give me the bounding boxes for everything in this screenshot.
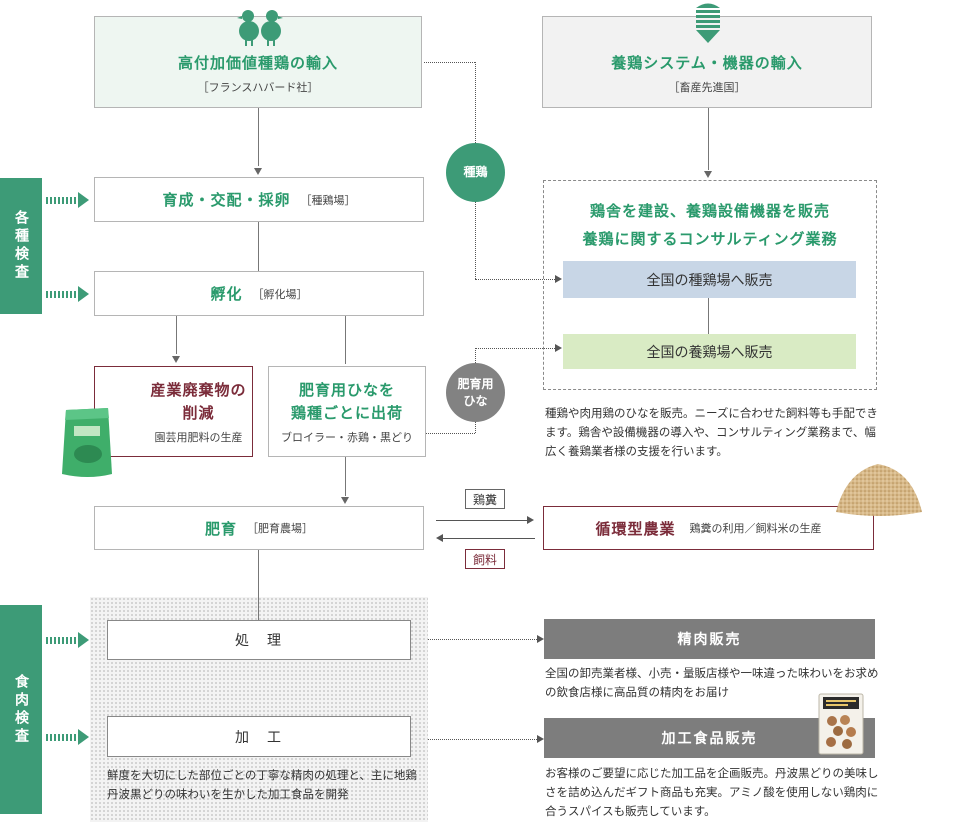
import-chicks-sub: ［フランスハバード社］ — [197, 80, 319, 94]
sale-farm-title: 全国の養鶏場へ販売 — [646, 344, 773, 361]
line-fattening-to-processing — [258, 550, 259, 620]
feed-label-text: 飼料 — [472, 552, 497, 567]
line-systems-to-consult — [708, 108, 709, 170]
manure-label-text: 鶏糞 — [472, 492, 497, 507]
dotted-chick-horizontal — [425, 433, 475, 434]
hatching-title: 孵化 — [210, 285, 243, 303]
sale-breeder-box: 全国の種鶏場へ販売 — [563, 261, 856, 298]
import-systems-sub: ［畜産先進国］ — [668, 80, 746, 94]
broiler-chick-circle: 肥育用 ひな — [446, 363, 505, 422]
import-chicks-title: 高付加価値種鶏の輸入 — [177, 53, 338, 72]
consult-description-text: 種鶏や肉用鶏のひなを販売。ニーズに合わせた飼料等も手配できます。鶏舎や設備機器の… — [545, 406, 878, 458]
broiler-chicks-box: 肥育用ひなを 鶏種ごとに出荷 ブロイラー・赤鶏・黒どり — [268, 366, 426, 457]
arrow-to-processed-sales — [537, 735, 544, 743]
arrow-manure — [527, 516, 534, 524]
feed-label: 飼料 — [465, 549, 505, 569]
broiler-chicks-title-line2: 鶏種ごとに出荷 — [290, 403, 403, 422]
inspection-arrow-breeding — [46, 192, 89, 208]
import-systems-title: 養鶏システム・機器の輸入 — [611, 53, 803, 72]
line-breeding-to-hatching — [258, 222, 259, 271]
broiler-chicks-title-line1: 肥育用ひなを — [298, 380, 395, 399]
hatching-box: 孵化 ［孵化場］ — [94, 271, 424, 316]
broiler-chick-label-line1: 肥育用 — [457, 377, 494, 392]
manufacturing-box: 加 工 — [107, 716, 411, 757]
meat-sales-title: 精肉販売 — [677, 632, 742, 648]
chicks-icon — [237, 10, 283, 46]
line-into-processing — [258, 597, 259, 620]
arrow-to-fattening — [341, 497, 349, 504]
fattening-sub: ［肥育農場］ — [247, 522, 313, 535]
dotted-manufacturing-to-processed — [412, 739, 537, 740]
meat-description: 全国の卸売業者様、小売・量販店様や一味違った味わいをお求めの飲食店様に高品質の精… — [545, 664, 880, 702]
inspection-meat-band: 食肉検査 — [0, 605, 42, 814]
feed-pile-image — [836, 464, 922, 516]
dotted-seed-chicken-to-breeder — [475, 279, 555, 280]
arrow-feed — [436, 534, 443, 542]
packaged-chicken-image — [818, 693, 864, 755]
processed-description-text: お客様のご要望に応じた加工品を企画販売。丹波黒どりの美味しさを詰め込んだギフト商… — [545, 766, 879, 818]
consult-line2: 養鶏に関するコンサルティング業務 — [582, 230, 838, 248]
manure-label: 鶏糞 — [465, 489, 505, 509]
waste-title-line1: 産業廃棄物の — [150, 380, 247, 399]
line-feed — [443, 538, 535, 539]
processing-description: 鮮度を大切にした部位ごとの丁寧な精肉の処理と、主に地鶏 丹波黒どりの味わいを生か… — [107, 766, 428, 804]
circular-title: 循環型農業 — [595, 519, 676, 538]
inspection-meat-label: 食肉検査 — [13, 673, 29, 746]
arrow-to-breeding — [254, 168, 262, 175]
manufacturing-title: 加 工 — [235, 729, 283, 746]
broiler-chicks-sub: ブロイラー・赤鶏・黒どり — [281, 430, 413, 444]
waste-box: 産業廃棄物の 削減 園芸用肥料の生産 — [94, 366, 253, 457]
fertilizer-bag-image — [62, 408, 112, 477]
processed-description: お客様のご要望に応じた加工品を企画販売。丹波黒どりの美味しさを詰め込んだギフト商… — [545, 764, 885, 821]
arrow-to-farm-sale — [555, 344, 562, 352]
inspection-arrow-manufacturing — [46, 729, 89, 745]
broiler-chick-label-line2: ひな — [463, 393, 488, 408]
breeding-box: 育成・交配・採卵 ［種鶏場］ — [94, 177, 424, 222]
line-manure — [436, 520, 528, 521]
meat-sales-bar: 精肉販売 — [544, 619, 875, 659]
line-import-to-breeding — [258, 108, 259, 166]
dotted-chick-to-farm — [475, 348, 555, 349]
fattening-title: 肥育 — [204, 519, 237, 538]
sale-farm-box: 全国の養鶏場へ販売 — [563, 334, 856, 369]
waste-sub: 園芸用肥料の生産 — [154, 430, 243, 444]
seed-chicken-circle: 種鶏 — [446, 143, 505, 202]
hatching-sub: ［孵化場］ — [252, 287, 308, 301]
processed-sales-title: 加工食品販売 — [661, 731, 758, 747]
breeding-sub: ［種鶏場］ — [300, 193, 356, 207]
circular-sub: 鶏糞の利用／飼料米の生産 — [689, 522, 822, 535]
inspection-various-band: 各種検査 — [0, 178, 42, 314]
arrow-to-waste — [172, 356, 180, 363]
arrow-to-consult — [704, 171, 712, 178]
line-chicks-to-fattening — [345, 457, 346, 496]
circular-box: 循環型農業 鶏糞の利用／飼料米の生産 — [543, 506, 874, 550]
meat-description-text: 全国の卸売業者様、小売・量販店様や一味違った味わいをお求めの飲食店様に高品質の精… — [545, 666, 879, 699]
consult-text: 鶏舎を建設、養鶏設備機器を販売 養鶏に関するコンサルティング業務 — [543, 200, 877, 249]
arrow-to-breeder-sale — [555, 275, 562, 283]
waste-title-line2: 削減 — [182, 403, 215, 422]
inspection-various-label: 各種検査 — [13, 210, 29, 282]
dotted-seed-chicken-horizontal — [424, 62, 475, 63]
dotted-processing-to-meat — [412, 639, 537, 640]
consult-description: 種鶏や肉用鶏のひなを販売。ニーズに合わせた飼料等も手配できます。鶏舎や設備機器の… — [545, 404, 885, 461]
inspection-arrow-processing — [46, 632, 89, 648]
inspection-arrow-hatching — [46, 286, 89, 302]
processing-title: 処 理 — [235, 633, 283, 649]
processing-description-text: 鮮度を大切にした部位ごとの丁寧な精肉の処理と、主に地鶏 丹波黒どりの味わいを生か… — [107, 768, 429, 801]
breeding-title: 育成・交配・採卵 — [162, 191, 291, 209]
line-hatching-to-waste — [176, 316, 177, 354]
line-breeder-to-farm — [708, 298, 709, 334]
line-hatching-to-chicks — [345, 316, 346, 364]
arrow-to-meat-sales — [537, 635, 544, 643]
consult-line1: 鶏舎を建設、養鶏設備機器を販売 — [589, 202, 830, 220]
consult-frame — [543, 180, 877, 390]
processing-box: 処 理 — [107, 620, 411, 660]
seed-chicken-label: 種鶏 — [463, 165, 488, 180]
sale-breeder-title: 全国の種鶏場へ販売 — [646, 272, 773, 289]
fattening-box: 肥育 ［肥育農場］ — [94, 506, 424, 550]
silo-icon — [696, 3, 720, 43]
